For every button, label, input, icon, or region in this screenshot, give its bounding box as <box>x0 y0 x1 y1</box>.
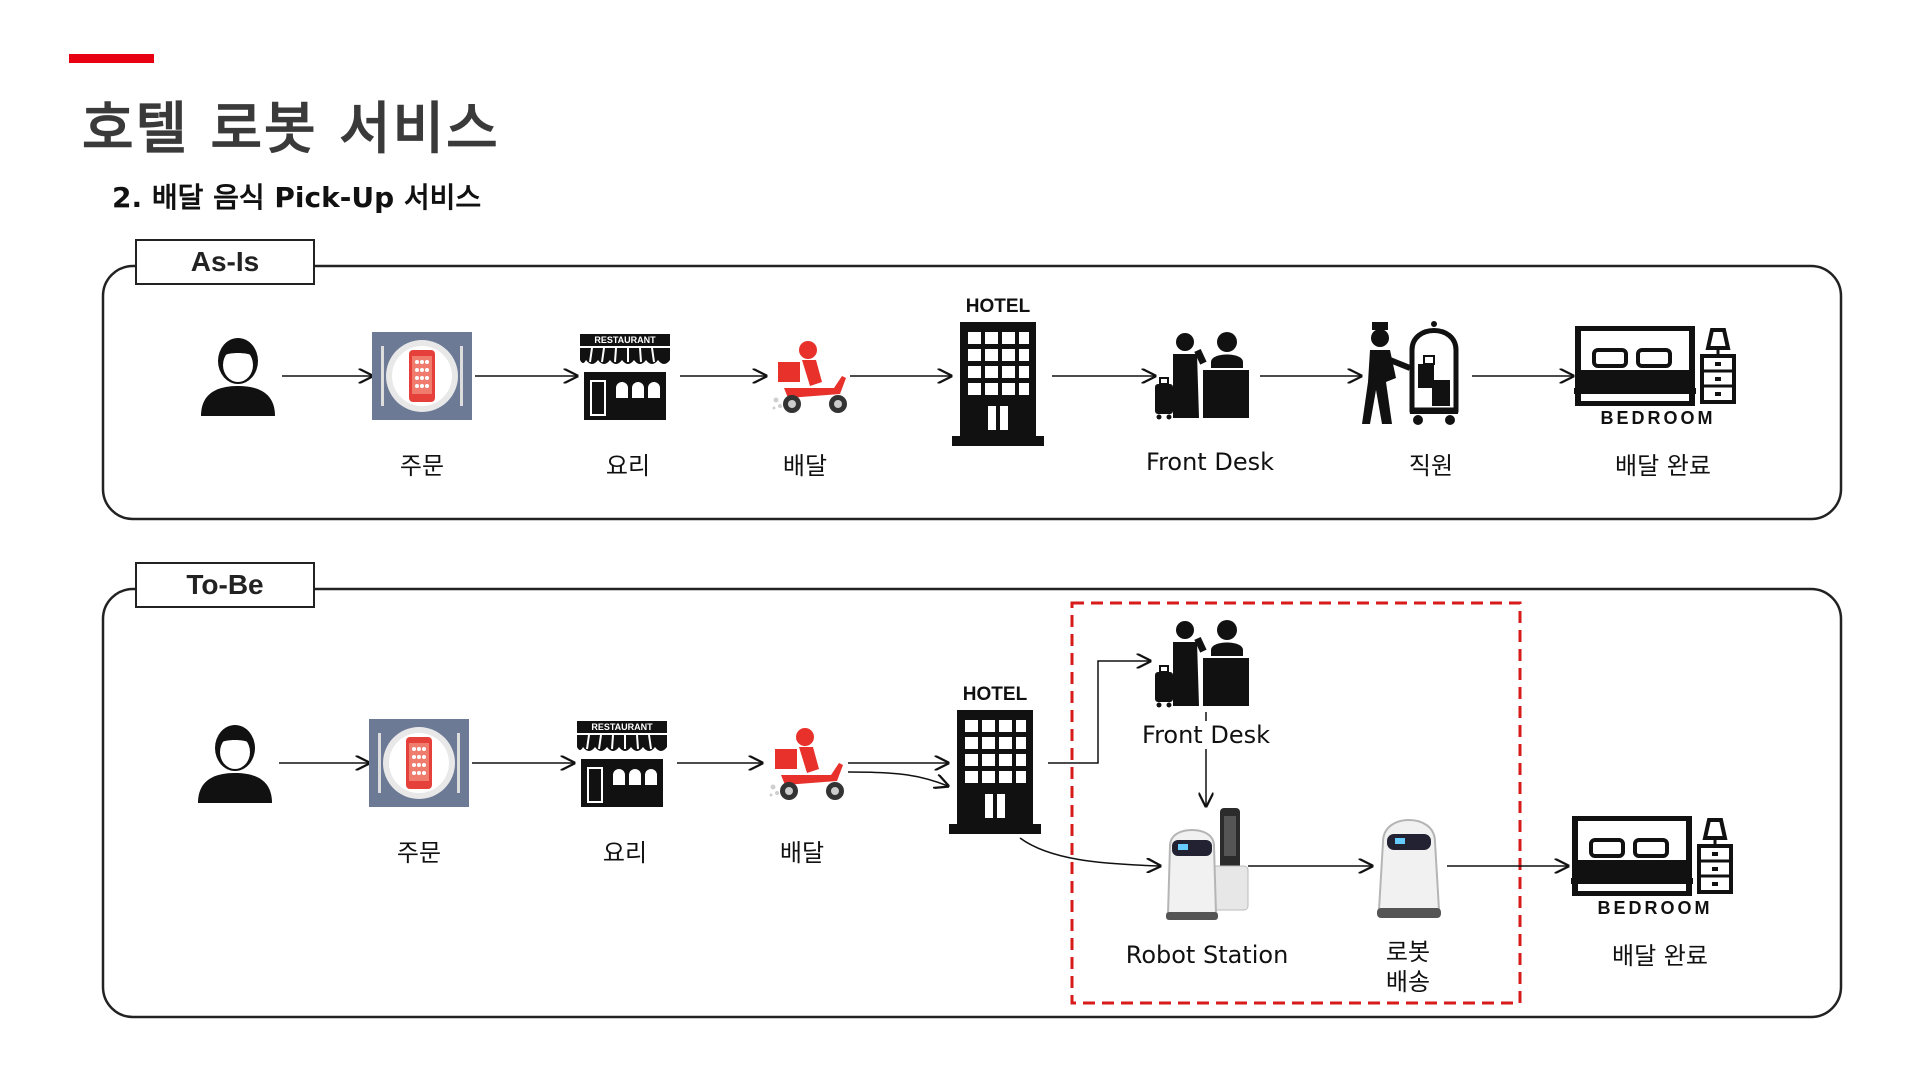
bellhop-icon <box>1362 321 1459 425</box>
tobe-label: To-Be <box>135 562 315 608</box>
robot-area-highlight <box>1070 601 1522 1005</box>
food-app-icon <box>372 332 472 420</box>
restaurant-sign: RESTAURANT <box>594 335 656 345</box>
tobe-caption-cook: 요리 <box>602 839 648 867</box>
delivery-scooter-icon <box>769 728 844 800</box>
tobe-caption-robot-station: Robot Station <box>1125 941 1289 969</box>
restaurant-icon: RESTAURANT <box>578 332 672 422</box>
front-desk-icon <box>1155 620 1251 708</box>
tobe-caption-front-desk: Front Desk <box>1142 721 1270 749</box>
asis-panel <box>101 264 1843 521</box>
robot-delivery-line-1: 로봇 <box>1385 938 1431 966</box>
person-icon <box>201 338 275 416</box>
asis-label: As-Is <box>135 239 315 285</box>
restaurant-icon: RESTAURANT <box>575 719 669 809</box>
asis-caption-order: 주문 <box>399 452 445 480</box>
delivery-scooter-icon <box>772 341 847 413</box>
delivery-robot-icon <box>1377 818 1441 918</box>
accent-bar <box>69 54 154 63</box>
asis-caption-front-desk: Front Desk <box>1146 448 1274 476</box>
bedroom-sign: BEDROOM <box>1597 898 1713 918</box>
tobe-caption-robot-delivery: 로봇 배송 <box>1386 937 1430 997</box>
front-desk-icon <box>1155 332 1251 420</box>
restaurant-sign: RESTAURANT <box>591 722 653 732</box>
asis-caption-staff: 직원 <box>1408 452 1454 480</box>
hotel-building-icon: HOTEL <box>950 296 1046 448</box>
robot-station-icon <box>1166 808 1249 920</box>
tobe-caption-delivery: 배달 <box>779 839 825 867</box>
tobe-arrow-to-frontdesk <box>1048 661 1150 764</box>
hotel-sign: HOTEL <box>962 684 1028 705</box>
tobe-caption-order: 주문 <box>396 839 442 867</box>
bedroom-sign: BEDROOM <box>1600 408 1716 428</box>
person-icon <box>198 725 272 803</box>
asis-caption-delivery: 배달 <box>782 452 828 480</box>
asis-caption-done: 배달 완료 <box>1615 452 1711 480</box>
hotel-building-icon: HOTEL <box>947 684 1043 836</box>
bedroom-icon: BEDROOM <box>1574 326 1742 430</box>
tobe-arrow-hotel-to-station <box>1019 837 1160 866</box>
asis-caption-cook: 요리 <box>605 452 651 480</box>
robot-delivery-line-2: 배송 <box>1385 968 1431 996</box>
page-subtitle: 2. 배달 음식 Pick-Up 서비스 <box>112 181 482 214</box>
tobe-panel <box>101 587 1843 1019</box>
food-app-icon <box>369 719 469 807</box>
bedroom-icon: BEDROOM <box>1571 816 1739 920</box>
page-title: 호텔 로봇 서비스 <box>82 97 500 162</box>
tobe-arrow-4b <box>847 771 948 786</box>
hotel-sign: HOTEL <box>965 296 1031 317</box>
tobe-caption-done: 배달 완료 <box>1612 942 1708 970</box>
